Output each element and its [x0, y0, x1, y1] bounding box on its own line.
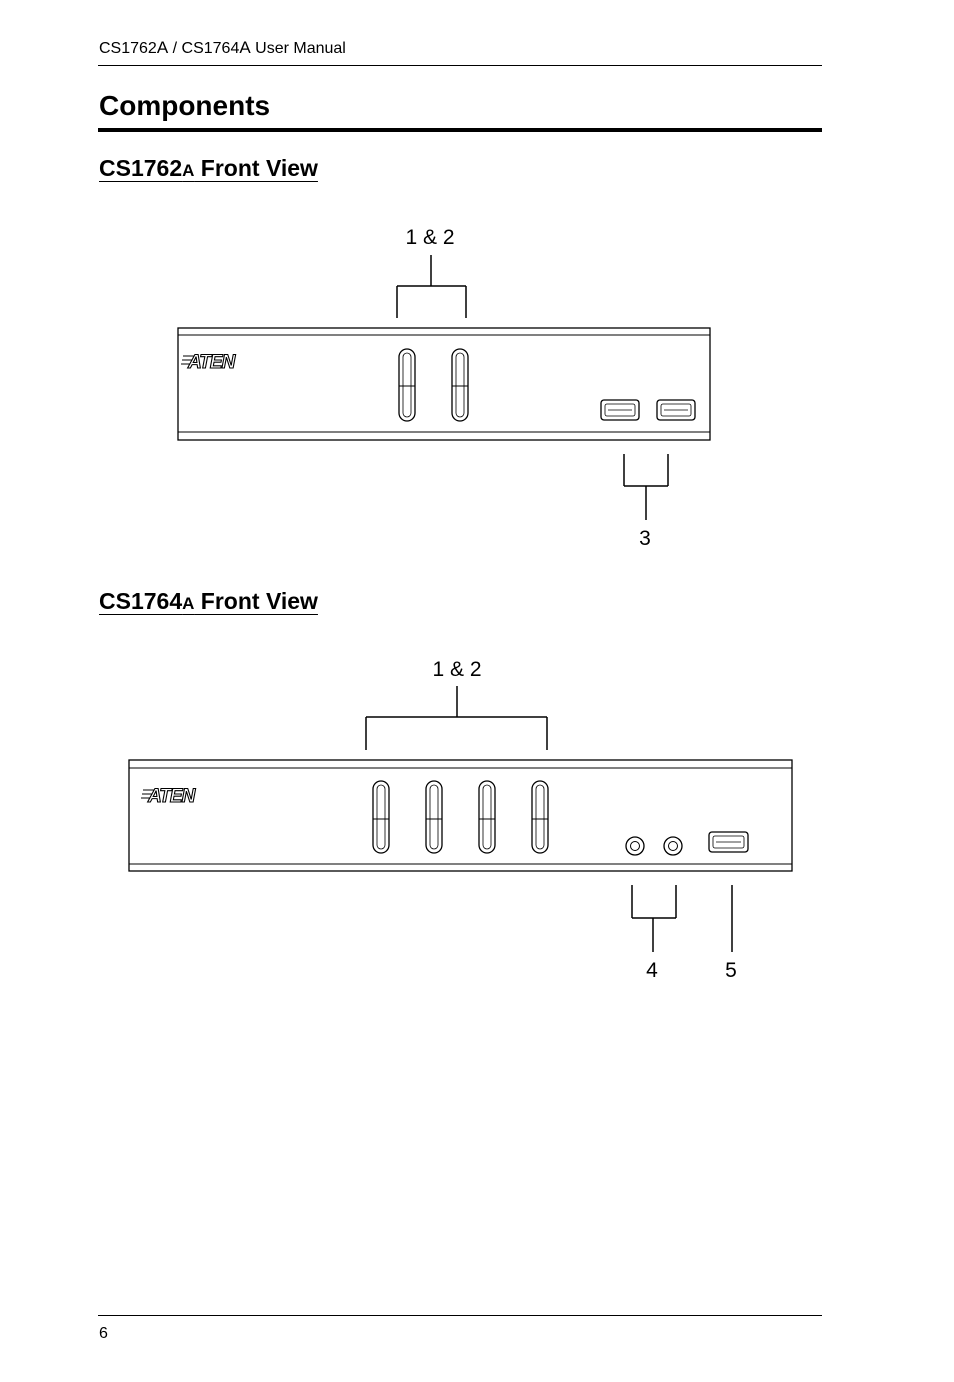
header-suffix-b: A [239, 38, 251, 57]
section-suffix: A [182, 594, 195, 613]
header-separator: / [168, 40, 182, 57]
header-model-b: CS1764 [181, 40, 240, 57]
callout-buttons-label: 1 & 2 [432, 658, 481, 681]
page-number: 6 [99, 1325, 108, 1342]
header-suffix-a: A [156, 38, 169, 57]
callout-audio-label: 4 [646, 959, 658, 982]
footer-rule [98, 1315, 822, 1316]
section-title-rest: Front View [194, 155, 318, 181]
section-model: CS1762 [99, 155, 183, 181]
cs1762a-front-view-figure: 1 & 2 ATEN [0, 220, 954, 560]
section-title-cs1764a: CS1764A Front View [99, 588, 318, 615]
cs1764a-device-panel [128, 759, 793, 872]
callout-buttons-label: 1 & 2 [405, 226, 454, 249]
usb-port [600, 399, 640, 421]
title-rule [98, 128, 822, 132]
logo-text: ATEN [187, 352, 237, 373]
audio-jack [663, 836, 683, 856]
callout-usb-label: 3 [639, 527, 651, 550]
cs1764a-front-view-diagram: 1 & 2 ATEN [128, 658, 793, 982]
section-title-cs1762a: CS1762A Front View [99, 155, 318, 182]
callout-usb-bracket [623, 454, 669, 520]
port-selection-button [531, 780, 549, 854]
callout-audio-bracket [631, 885, 677, 952]
header-model-a: CS1762 [99, 40, 157, 57]
callout-usb-label: 5 [725, 959, 737, 982]
aten-logo: ATEN [181, 351, 238, 374]
callout-buttons-bracket [396, 255, 467, 318]
section-suffix: A [182, 161, 195, 180]
running-header: CS1762A / CS1764A User Manual [99, 38, 346, 58]
logo-text: ATEN [147, 786, 197, 807]
port-selection-button [451, 348, 469, 422]
header-rule [98, 65, 822, 66]
usb-port [708, 831, 749, 853]
section-model: CS1764 [99, 588, 183, 614]
port-selection-button [478, 780, 496, 854]
callout-buttons-bracket [365, 686, 548, 750]
port-selection-button [398, 348, 416, 422]
cs1762a-device-panel [177, 327, 711, 441]
audio-jack [625, 836, 645, 856]
header-manual: User Manual [250, 40, 346, 57]
cs1762a-front-view-diagram: 1 & 2 ATEN [177, 226, 711, 550]
page-title: Components [99, 90, 271, 121]
port-selection-button [372, 780, 390, 854]
aten-logo: ATEN [141, 785, 198, 808]
port-selection-button [425, 780, 443, 854]
section-title-rest: Front View [194, 588, 318, 614]
cs1764a-front-view-figure: 1 & 2 ATEN [0, 650, 954, 990]
usb-port [656, 399, 696, 421]
